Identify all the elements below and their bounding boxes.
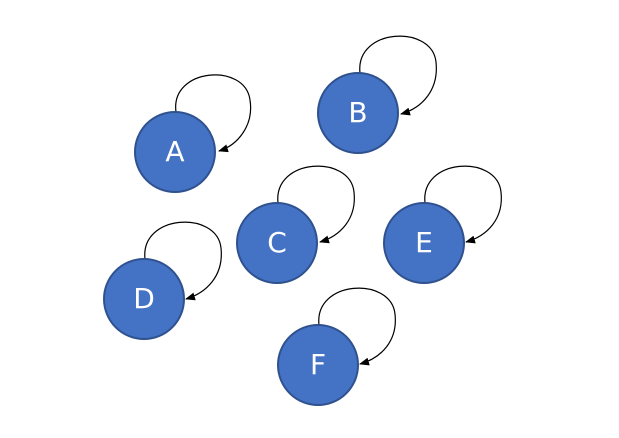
node-circle-e (383, 202, 465, 284)
node-label-a: A (165, 135, 184, 168)
node-circle-a (134, 111, 216, 193)
node-label-c: C (267, 226, 287, 259)
node-circle-d (103, 258, 185, 340)
node-e: E (383, 165, 502, 284)
node-f: F (277, 287, 396, 406)
self-loop-edge-a (175, 74, 252, 153)
self-loop-edge-c (277, 165, 355, 244)
node-label-b: B (348, 96, 367, 129)
node-circle-b (317, 72, 399, 154)
self-loop-edge-e (424, 165, 502, 244)
node-c: C (236, 165, 355, 284)
self-loop-edge-d (144, 221, 222, 301)
node-circle-f (277, 324, 359, 406)
node-b: B (317, 35, 437, 154)
node-d: D (103, 221, 222, 340)
node-a: A (134, 74, 252, 193)
self-loop-edge-b (359, 35, 437, 116)
node-circle-c (236, 202, 318, 284)
self-loop-edge-f (318, 287, 396, 366)
node-label-e: E (415, 226, 433, 259)
node-label-f: F (310, 348, 326, 381)
node-label-d: D (133, 282, 155, 315)
